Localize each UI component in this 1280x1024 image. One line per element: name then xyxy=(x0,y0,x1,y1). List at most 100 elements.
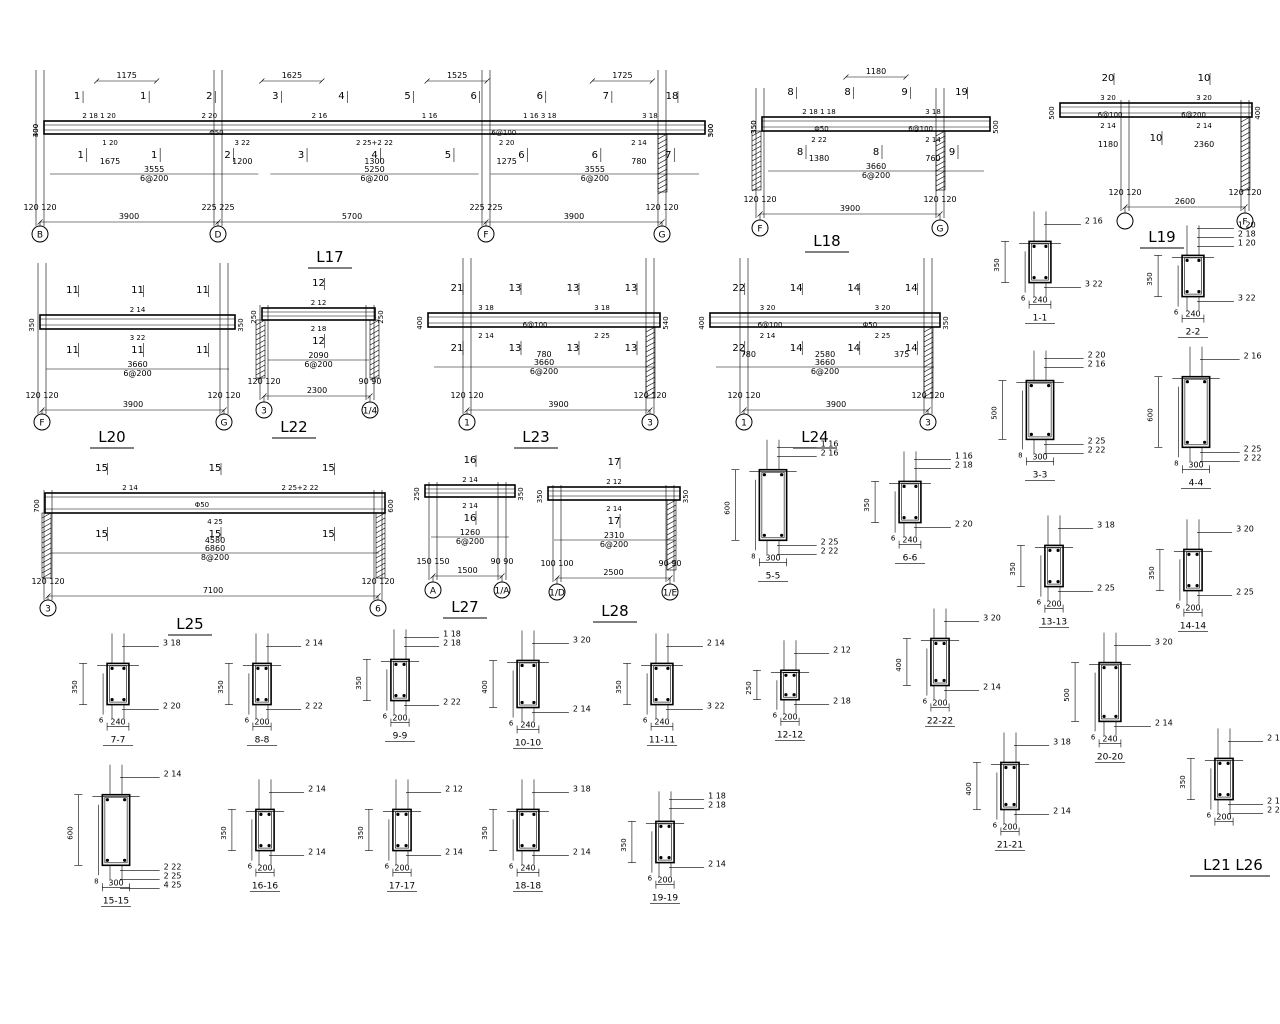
stirrup-dia: 6 xyxy=(1174,309,1179,317)
hatch-line xyxy=(375,527,386,534)
rebar-dot xyxy=(1218,792,1222,797)
section-width: 200 xyxy=(1002,823,1017,832)
axis-label: G xyxy=(221,419,228,429)
rebar-callout: 2 25 xyxy=(821,537,839,546)
stirrup-dia: 6 xyxy=(1176,603,1181,611)
rebar-dot xyxy=(267,843,271,848)
section-label: 4-4 xyxy=(1189,478,1204,488)
hatch-line xyxy=(935,130,946,137)
rebar-callout: 2 25 xyxy=(1097,584,1115,593)
section-label: 8-8 xyxy=(255,736,270,746)
hatch-line xyxy=(1240,116,1251,123)
height-label: 350 xyxy=(237,318,245,331)
section-mark: 5 xyxy=(404,91,410,102)
axis-label: 1 xyxy=(464,419,470,429)
hatch-line xyxy=(255,344,266,351)
hatch-line xyxy=(645,336,656,343)
hatch-line xyxy=(41,542,52,549)
rebar-dot xyxy=(1004,765,1008,770)
axis-dimension: 5700 xyxy=(342,212,362,221)
section-mark: 10 xyxy=(1150,133,1163,144)
rebar-dot xyxy=(394,693,398,698)
beam-title: L22 xyxy=(280,418,307,436)
support-dimension: 100 100 xyxy=(540,559,573,568)
inner-dimension: 4580 xyxy=(205,536,225,545)
height-label: 300 xyxy=(32,124,40,137)
hatch-line xyxy=(255,354,266,361)
dimension-tick xyxy=(464,407,470,413)
rebar-label: 3 20 xyxy=(875,304,891,312)
stirrup-dia: 6 xyxy=(99,717,104,725)
section-label: 18-18 xyxy=(515,882,541,892)
rebar-callout: 2 25 xyxy=(1088,436,1106,445)
rebar-dot xyxy=(1114,714,1118,719)
stirrup xyxy=(933,640,947,684)
axis-label: G xyxy=(659,231,666,241)
section-mark: 21 xyxy=(451,283,464,294)
stirrup-dia: 6 xyxy=(891,535,896,543)
hatch-line xyxy=(923,386,934,393)
section-mark: 21 xyxy=(451,343,464,354)
rebar-dot xyxy=(1185,258,1189,263)
stirrup-dia: 8 xyxy=(94,877,98,885)
section-width: 200 xyxy=(392,714,407,723)
hatch-line xyxy=(255,324,266,331)
height-label: 500 xyxy=(1048,106,1056,119)
rebar-callout: 2 18 xyxy=(708,800,726,809)
rebar-callout: 2 14 xyxy=(164,770,182,779)
rebar-dot xyxy=(1195,583,1199,588)
section-height: 250 xyxy=(745,681,753,694)
section-height: 600 xyxy=(723,501,731,514)
support-dimension: 225 225 xyxy=(469,203,502,212)
section-label: 7-7 xyxy=(111,736,126,746)
stirrup xyxy=(1186,551,1200,589)
section-height: 350 xyxy=(71,680,79,693)
rebar-dot xyxy=(1056,548,1060,553)
hatch-line xyxy=(41,537,52,544)
rebar-dot xyxy=(666,697,670,702)
hatch-line xyxy=(657,143,668,150)
hatch-line xyxy=(935,150,946,157)
section-mark: 22 xyxy=(732,283,745,294)
rebar-callout: 1 16 xyxy=(955,451,973,460)
section-height: 350 xyxy=(481,826,489,839)
hatch-line xyxy=(923,356,934,363)
height-label: 250 xyxy=(250,310,258,323)
hatch-line xyxy=(923,371,934,378)
section-height: 600 xyxy=(1146,408,1154,421)
hatch-line xyxy=(1240,166,1251,173)
section-mark: 6 xyxy=(537,91,543,102)
section-label: 5-5 xyxy=(766,571,781,581)
rebar-dot xyxy=(934,641,938,646)
section-height: 400 xyxy=(481,680,489,693)
hatch-line xyxy=(645,366,656,373)
stirrup xyxy=(109,665,127,703)
rebar-dot xyxy=(105,798,109,802)
section-label: 21-21 xyxy=(997,841,1023,851)
inner-dimension: 375 xyxy=(894,350,909,359)
section-mark: 1 xyxy=(78,150,84,161)
hatch-line xyxy=(369,349,380,356)
section-width: 240 xyxy=(110,718,125,727)
dimension-tick xyxy=(483,219,489,225)
height-label: 350 xyxy=(682,490,690,503)
rebar-dot xyxy=(1056,579,1060,584)
span-length: 1260 xyxy=(460,528,480,537)
hatch-line xyxy=(645,361,656,368)
stirrup-label: Φ50 xyxy=(209,129,223,137)
stirrup xyxy=(1047,547,1061,585)
section-width: 200 xyxy=(657,876,672,885)
hatch-line xyxy=(41,552,52,559)
inner-dimension: 1675 xyxy=(100,157,120,166)
rebar-callout: 2 25 xyxy=(1244,444,1262,453)
rebar-callout: 2 14 xyxy=(305,638,323,647)
section-height: 500 xyxy=(990,406,998,419)
section-mark: 5 xyxy=(445,150,451,161)
rebar-dot xyxy=(1114,665,1118,670)
hatch-line xyxy=(666,564,677,571)
rebar-callout: 3 18 xyxy=(573,784,591,793)
